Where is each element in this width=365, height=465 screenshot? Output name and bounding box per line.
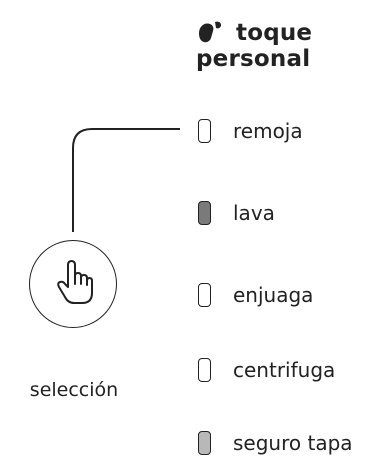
status-led-enjuaga (198, 283, 211, 307)
selection-label: selección (29, 379, 119, 401)
status-item-lava: lava (198, 198, 275, 228)
status-label: remoja (233, 119, 303, 143)
status-item-seguro-tapa: seguro tapa (198, 428, 353, 458)
brand-title-line2: personal (196, 46, 311, 72)
status-led-seguro-tapa (198, 431, 211, 455)
status-item-remoja: remoja (198, 116, 303, 146)
status-item-enjuaga: enjuaga (198, 280, 313, 310)
hand-touch-icon (199, 21, 221, 43)
brand-logo: toque personal (190, 16, 350, 76)
status-led-centrifuga (198, 358, 211, 382)
status-label: seguro tapa (233, 431, 353, 455)
pointer-finger-icon (57, 260, 93, 304)
status-led-lava (198, 201, 211, 225)
selection-button[interactable] (29, 240, 117, 328)
status-label: lava (233, 201, 275, 225)
status-led-remoja (198, 119, 211, 143)
status-item-centrifuga: centrifuga (198, 355, 335, 385)
status-label: centrifuga (233, 358, 336, 382)
brand-title-line1: toque (236, 20, 313, 46)
status-label: enjuaga (233, 283, 314, 307)
